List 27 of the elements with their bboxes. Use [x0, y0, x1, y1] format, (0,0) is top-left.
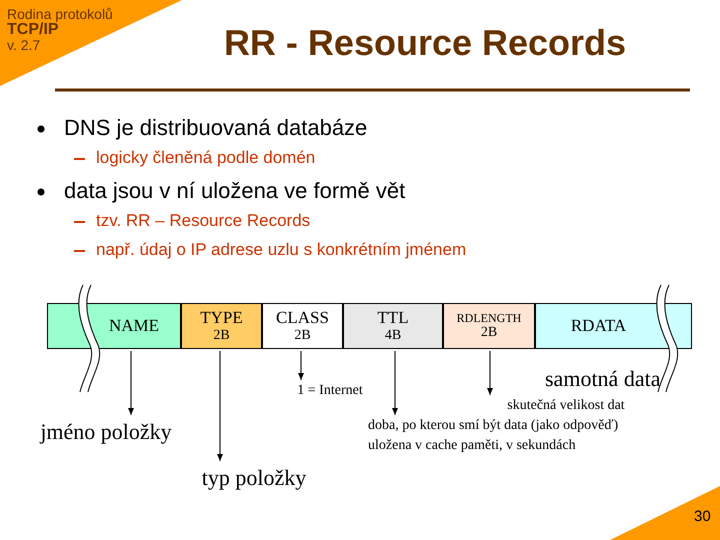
annotation-text: samotná data	[545, 366, 660, 392]
bullet-text: tzv. RR – Resource Records	[96, 211, 310, 232]
arrow	[128, 350, 134, 416]
record-field: CLASS 2B	[262, 303, 343, 349]
record-field: NAME	[47, 303, 181, 349]
arrow	[217, 350, 223, 462]
series-label: Rodina protokolů	[7, 6, 113, 22]
arrow	[392, 350, 398, 416]
bullet-text: logicky členěná podle domén	[96, 148, 316, 168]
field-description: skutečná velikost dat	[486, 396, 646, 416]
arrow	[487, 350, 493, 396]
record-field: TTL 4B	[343, 303, 443, 349]
field-description: doba, po kterou smí být data (jako odpověď) uložena v cache paměti, v sekundách	[368, 416, 643, 457]
field-description: typ položky	[194, 462, 314, 494]
record-field: RDLENGTH 2B	[443, 303, 535, 349]
bullet-text: data jsou v ní uložena ve formě vět	[64, 178, 406, 204]
bullet-text: např. údaj o IP adrese uzlu s konkrétním jménem	[96, 240, 466, 260]
record-field: RDATA	[535, 303, 692, 349]
page-number: 30	[694, 508, 711, 526]
field-description: 1 = Internet	[284, 381, 376, 402]
version-label: v. 2.7	[7, 37, 40, 54]
slide-title: RR - Resource Records	[222, 22, 628, 64]
record-field: TYPE 2B	[181, 303, 262, 349]
bullet-text: DNS je distribuovaná databáze	[64, 115, 368, 142]
series-label: TCP/IP	[7, 21, 59, 40]
field-description: jméno položky	[30, 416, 182, 448]
arrow	[298, 350, 304, 380]
